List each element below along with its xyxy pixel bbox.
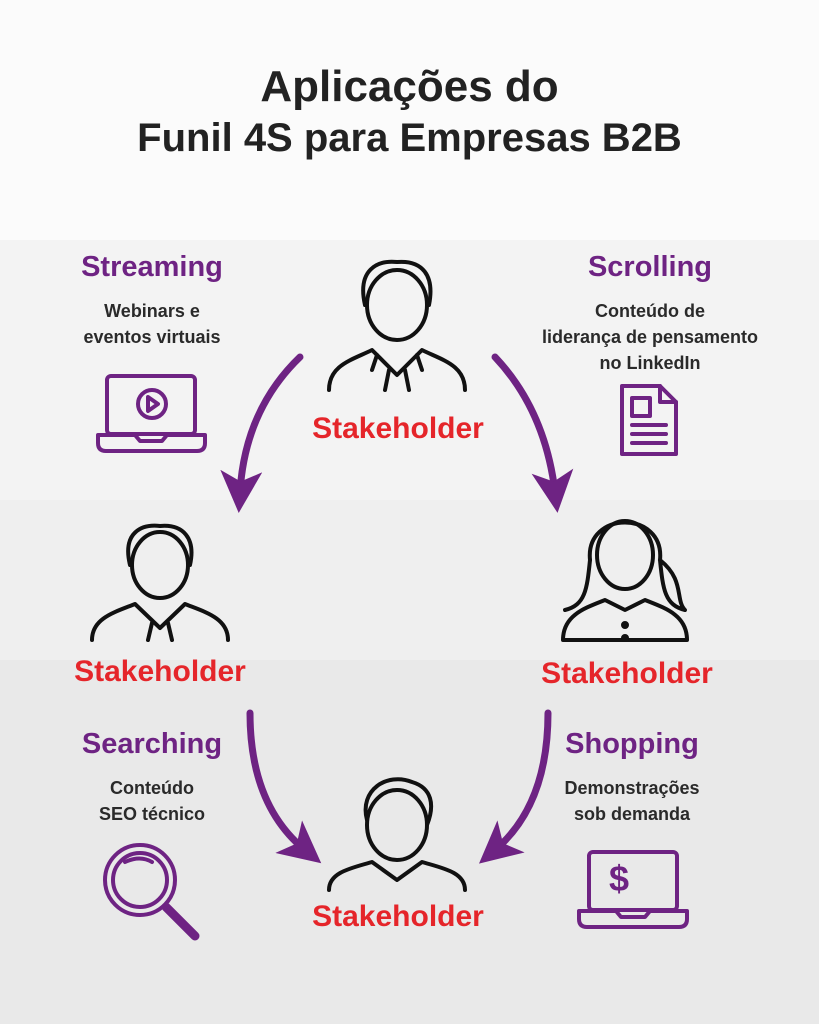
laptop-dollar-icon <box>577 850 689 929</box>
stakeholder-label-right: Stakeholder <box>541 657 713 690</box>
scrolling-desc: Conteúdo de liderança de pensamento no L… <box>510 298 790 376</box>
desc-line: SEO técnico <box>98 804 206 824</box>
magnifier-icon <box>103 843 200 941</box>
desc-line: Webinars e <box>104 301 200 321</box>
shopping-desc: Demonstrações sob demanda <box>522 775 742 827</box>
desc-line: eventos virtuais <box>83 327 221 347</box>
arrow-bottom-left <box>246 709 322 864</box>
arrow-top-left <box>220 353 304 513</box>
arrow-bottom-right <box>478 709 552 864</box>
desc-line: Demonstrações <box>564 778 700 798</box>
title-line-1: Aplicações do <box>260 62 559 111</box>
desc-line: sob demanda <box>573 804 691 824</box>
arrow-top-right <box>491 353 574 513</box>
stakeholder-label-left: Stakeholder <box>74 655 246 688</box>
desc-line: no LinkedIn <box>599 353 701 373</box>
title-line-2: Funil 4S para Empresas B2B <box>137 116 682 160</box>
document-icon <box>620 384 678 456</box>
searching-desc: Conteúdo SEO técnico <box>42 775 262 827</box>
stage-scrolling: Scrolling <box>587 251 713 283</box>
stage-searching: Searching <box>81 728 223 760</box>
stakeholder-label-bottom: Stakeholder <box>312 900 484 933</box>
dollar-sign: $ <box>609 858 630 899</box>
laptop-play-icon <box>96 374 207 453</box>
desc-line: Conteúdo de <box>595 301 705 321</box>
person-icon <box>90 259 689 892</box>
stage-streaming: Streaming <box>81 251 223 283</box>
desc-line: Conteúdo <box>110 778 194 798</box>
desc-line: liderança de pensamento <box>541 327 759 347</box>
stakeholder-label-top: Stakeholder <box>312 412 484 445</box>
stage-shopping: Shopping <box>565 728 699 760</box>
streaming-desc: Webinars e eventos virtuais <box>42 298 262 350</box>
